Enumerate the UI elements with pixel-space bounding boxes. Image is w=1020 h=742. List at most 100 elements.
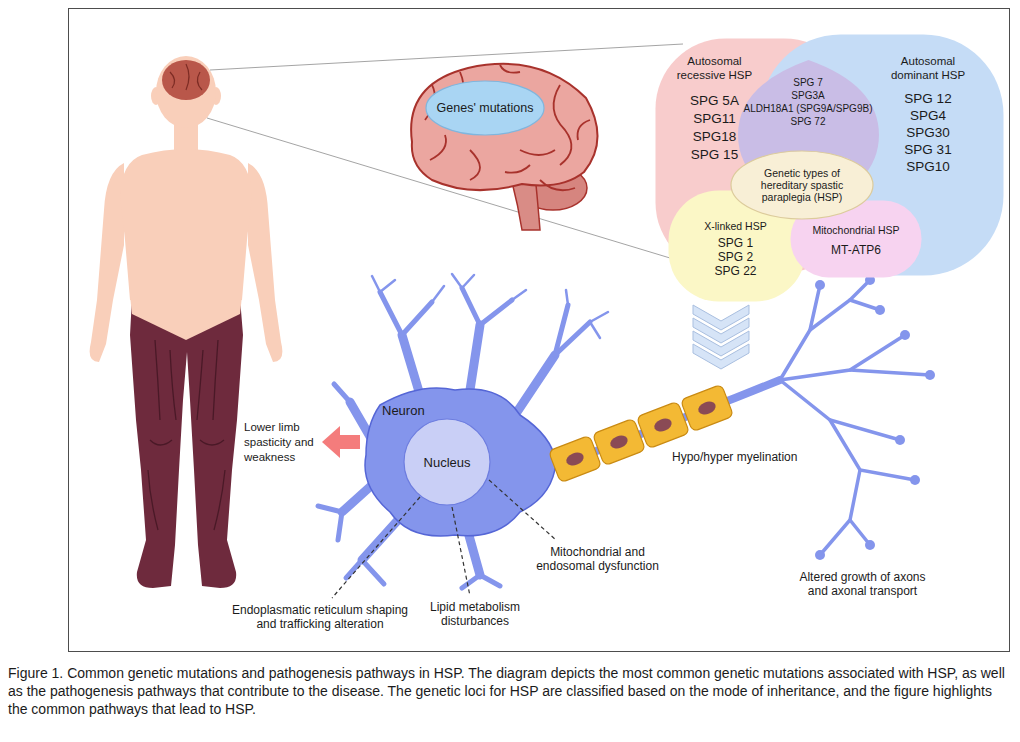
neuron-illustration — [780, 285, 820, 380]
neuron-illustration — [380, 292, 402, 335]
neuron-illustration — [462, 275, 474, 288]
caption-box: Figure 1. Common genetic mutations and p… — [8, 664, 1012, 718]
leg-muscle-lines — [200, 440, 224, 445]
neuron-illustration — [342, 325, 555, 575]
gene-name: SPG 12 — [904, 90, 951, 107]
leader-lines — [452, 507, 470, 596]
neuron-illustration — [900, 330, 910, 340]
neuron-label: Neuron — [382, 403, 425, 418]
neuron-illustration — [402, 335, 420, 395]
pathway-label: Endoplasmatic reticulum shaping and traf… — [225, 603, 415, 631]
x-linked-region-outline — [669, 191, 806, 302]
neuron-illustration — [815, 275, 935, 560]
gene-name: SPG 22 — [714, 264, 756, 278]
neuron-illustration — [875, 305, 885, 315]
text-block: Genes' mutations — [435, 101, 535, 116]
gene-name: SPG10 — [906, 158, 950, 175]
center-ellipse: Genetic types of hereditary spastic para… — [730, 150, 874, 220]
effect-arrow — [322, 426, 360, 458]
skin — [130, 296, 242, 340]
symptom-label: Lower limb spasticity and weakness — [244, 420, 318, 465]
region-heading: Genes' mutations — [437, 101, 534, 116]
symptom-label-box: Lower limb spasticity and weakness — [244, 420, 318, 465]
brain-vessels — [500, 65, 520, 73]
legs — [130, 298, 243, 588]
nucleus-circle: Nucleus — [403, 418, 491, 506]
myelin-sheaths — [652, 416, 673, 434]
neuron-illustration — [318, 288, 590, 588]
neuron-illustration — [815, 280, 825, 290]
neuron-illustration — [372, 276, 380, 292]
region-heading: Nucleus — [424, 455, 471, 470]
gene-ellipse-outline — [426, 81, 544, 135]
text-block: X-linked HSPSPG 1SPG 2SPG 22 — [688, 220, 783, 278]
text-block: Mitochondrial HSP MT-ATP6 — [806, 224, 906, 258]
head-brain-folds — [197, 72, 202, 90]
figure-caption: Figure 1. Common genetic mutations and p… — [8, 664, 1012, 718]
gene-name: SPG30 — [906, 124, 950, 141]
text-block: Nucleus — [407, 455, 487, 470]
neuron-illustration — [334, 384, 350, 402]
neuron-illustration — [470, 325, 480, 390]
recessive-region: Autosomal recessive HSPSPG 5ASPG11SPG18S… — [655, 38, 855, 273]
brain-vessels — [554, 85, 572, 165]
leg-muscle-lines — [170, 350, 176, 420]
text-block: Autosomal dominant HSPSPG 12SPG4SPG30SPG… — [878, 54, 978, 175]
myelin-sheaths — [680, 384, 733, 432]
neuron-illustration — [346, 560, 362, 578]
myelin-sheaths — [548, 435, 601, 483]
mitochondrial-region-shape — [790, 200, 922, 278]
neuron-illustration — [830, 420, 915, 480]
nucleus-circle-outline — [404, 419, 490, 505]
neuron-illustration — [338, 512, 342, 540]
neuron-illustration — [432, 286, 444, 302]
leg-muscle-lines — [213, 340, 218, 420]
neuron-illustration — [480, 300, 512, 325]
myelin-sheaths — [636, 401, 689, 449]
myelin-label-box: Hypo/hyper myelination — [672, 450, 797, 465]
myelin-label: Hypo/hyper myelination — [672, 450, 797, 465]
brain-vessels — [520, 150, 555, 155]
region-heading: Mitochondrial HSP — [813, 224, 900, 237]
head-brain-folds — [170, 64, 202, 90]
gene-name: SPG3A — [791, 89, 824, 102]
figure-frame — [69, 9, 1010, 652]
pathway-label: Mitochondrial and endosomal dysfunction — [530, 545, 665, 573]
neuron-illustration — [555, 305, 568, 355]
skin — [90, 163, 124, 362]
brain-vessels — [540, 180, 575, 190]
myelin-sheaths — [696, 399, 717, 417]
brain-vessels — [578, 120, 591, 140]
leg-muscle-lines — [150, 440, 172, 445]
neuron-illustration — [462, 575, 480, 588]
pathway-label-box: Lipid metabolism disturbances — [425, 600, 525, 628]
brain-vessels — [430, 135, 446, 160]
zoom-lines — [207, 44, 683, 258]
gene-name: SPG18 — [693, 128, 737, 146]
gene-name: SPG 2 — [718, 250, 753, 264]
gene-name: SPG 72 — [790, 115, 825, 128]
gene-name: SPG 31 — [904, 141, 951, 158]
myelin-sheaths — [592, 418, 645, 466]
down-chevrons — [693, 344, 749, 369]
neuron-illustration — [515, 355, 555, 415]
neuron-illustration — [850, 370, 930, 375]
axon-label-box: Altered growth of axons and axonal trans… — [790, 570, 935, 598]
dominant-region: Autosomal dominant HSPSPG 12SPG4SPG30SPG… — [760, 34, 1004, 276]
brain-illustration — [512, 182, 540, 230]
myelin-sheaths — [548, 384, 733, 483]
gene-name: MT-ATP6 — [831, 243, 881, 258]
leg-muscle-lines — [214, 470, 225, 530]
myelin-sheaths — [548, 435, 601, 483]
myelin-sheaths — [564, 450, 585, 468]
brain-vessels — [470, 150, 480, 180]
leg-muscle-lines — [148, 470, 158, 530]
region-heading: SPG 7 — [793, 76, 822, 89]
pathway-label: Lipid metabolism disturbances — [425, 600, 525, 628]
skin — [248, 163, 282, 362]
neuron-illustration — [318, 506, 342, 512]
neuron-illustration — [910, 475, 920, 485]
gene-name: SPG 1 — [718, 236, 753, 250]
leg-muscle-lines — [197, 350, 203, 420]
